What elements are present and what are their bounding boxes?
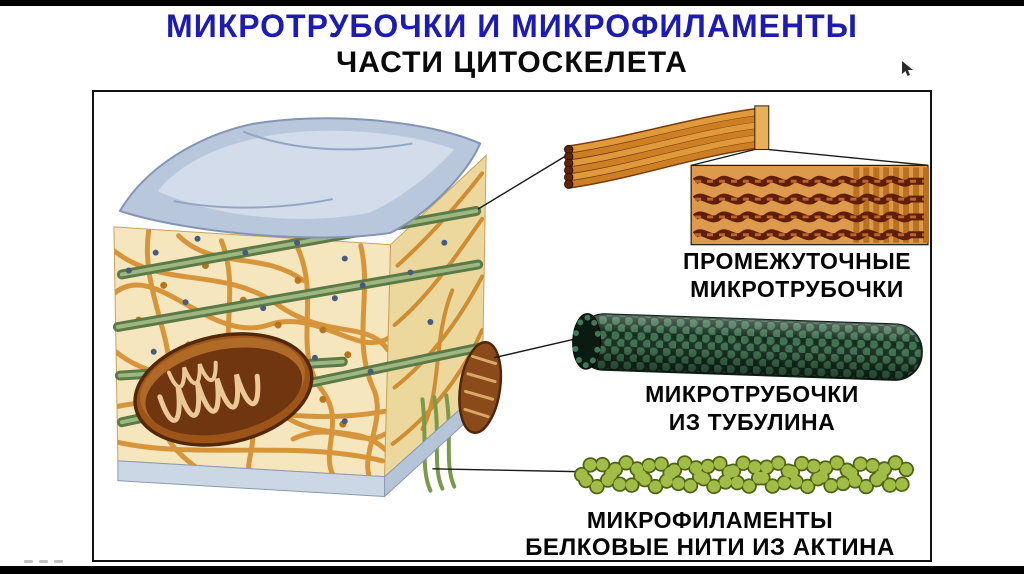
label-line: МИКРОТРУБОЧКИ: [690, 276, 904, 302]
bracket-line-right: [768, 148, 929, 167]
organelle-right: [458, 340, 503, 434]
cytoskeleton-diagram: [112, 105, 930, 498]
filament-detail-panel: [690, 164, 930, 246]
actin-bead-strand: [573, 455, 918, 495]
connector-lines: [432, 148, 929, 473]
label-line: ПРОМЕЖУТОЧНЫЕ: [682, 248, 912, 274]
mitochondrion: [133, 332, 314, 447]
slide-title: МИКРОТРУБОЧКИ И МИКРОФИЛАМЕНТЫ: [166, 8, 858, 44]
letterbox-top: [0, 0, 1024, 6]
connector-line-c: [432, 468, 584, 473]
label-line: МИКРОФИЛАМЕНТЫ: [586, 507, 834, 533]
mouse-cursor-icon: [902, 61, 913, 76]
label-line: ИЗ ТУБУЛИНА: [668, 409, 836, 435]
slide-subtitle: ЧАСТИ ЦИТОСКЕЛЕТА: [336, 46, 688, 79]
letterbox-bottom: [0, 566, 1024, 574]
bracket-line-left: [690, 148, 756, 167]
label-actin-microfilaments: МИКРОФИЛАМЕНТЫ БЕЛКОВЫЕ НИТИ ИЗ АКТИНА: [479, 506, 941, 562]
figure-frame: ПРОМЕЖУТОЧНЫЕ МИКРОТРУБОЧКИ МИКРОТРУБОЧК…: [92, 90, 932, 562]
label-intermediate-filaments: ПРОМЕЖУТОЧНЫЕ МИКРОТРУБОЧКИ: [652, 247, 942, 303]
connector-line-a: [477, 152, 571, 210]
player-marks: [24, 560, 63, 563]
base-slab: [117, 388, 483, 498]
cell-membrane: [118, 117, 482, 239]
tubulin-microtubule-cylinder: [572, 313, 923, 381]
label-tubulin-microtubules: МИКРОТРУБОЧКИ ИЗ ТУБУЛИНА: [607, 380, 897, 436]
intermediate-filament-bundle: [564, 105, 770, 189]
connector-line-b: [493, 337, 580, 359]
label-line: МИКРОТРУБОЧКИ: [645, 381, 859, 407]
label-line: БЕЛКОВЫЕ НИТИ ИЗ АКТИНА: [525, 534, 895, 561]
